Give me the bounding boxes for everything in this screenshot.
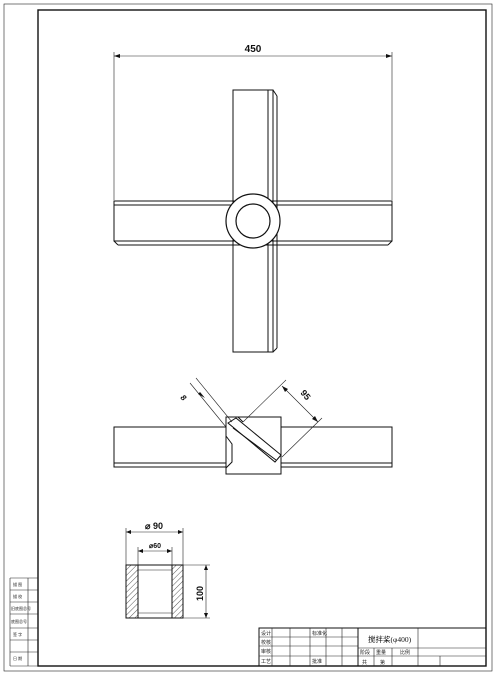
tb-total: 共 [362, 659, 367, 666]
tb-sheet: 第 [380, 659, 385, 666]
dim-hub-height: 100 [195, 586, 205, 601]
dim-8: 8 [179, 393, 189, 403]
front-view: 8 95 [113, 377, 393, 475]
title-block: 设计 标准化 校核 审核 工艺 批准 阶段 重量 比例 共 第 搅拌桨(φ400… [258, 627, 487, 667]
sheet-outer-border [3, 3, 493, 672]
top-view: 450 [113, 44, 393, 353]
tb-standard: 标准化 [312, 630, 327, 637]
tb-design: 设计 [261, 630, 271, 637]
dim-95: 95 [298, 388, 312, 402]
tb-stage: 阶段 [360, 649, 370, 656]
sheet-frame [37, 9, 487, 667]
tb-weight: 重量 [376, 649, 386, 656]
tb-review: 审核 [261, 648, 271, 655]
side-label-3: 旧底图总号 [11, 605, 31, 611]
tb-process: 工艺 [261, 659, 271, 665]
side-label-1: 描 图 [13, 581, 22, 587]
tb-approve: 批准 [312, 658, 322, 665]
drawing-title: 搅拌桨(φ400) [368, 634, 412, 644]
dim-450: 450 [245, 44, 262, 55]
side-strip: 描 图 描 校 旧底图总号 底图总号 签 字 日 期 [9, 577, 38, 667]
dim-outer-diameter: ⌀ 90 [145, 521, 163, 531]
hub-section: ⌀ 90 ⌀60 100 [125, 521, 210, 619]
tb-check: 校核 [261, 639, 271, 646]
hub-inner [235, 203, 271, 239]
side-label-5: 签 字 [13, 631, 22, 637]
side-label-4: 底图总号 [11, 618, 27, 624]
side-label-2: 描 校 [13, 593, 22, 599]
tb-scale: 比例 [400, 649, 410, 656]
dim-inner-diameter: ⌀60 [149, 543, 161, 550]
side-label-6: 日 期 [13, 655, 22, 661]
